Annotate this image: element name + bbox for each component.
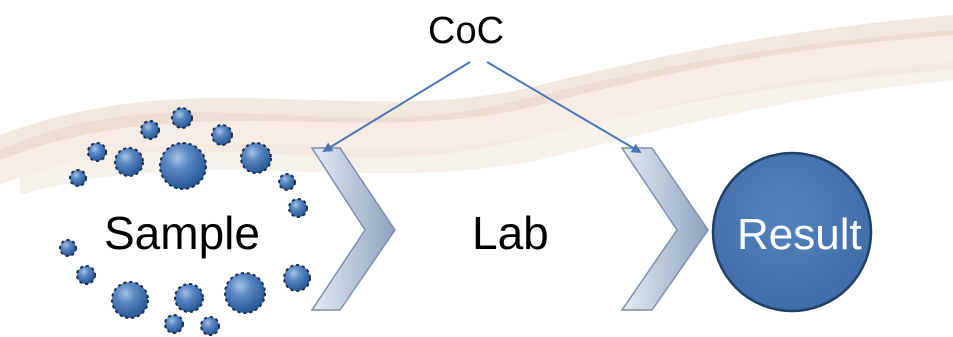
bubble	[288, 198, 308, 218]
bubble	[211, 124, 233, 146]
bubble	[164, 314, 184, 334]
bubble	[240, 142, 272, 174]
coc-label: CoC	[428, 10, 505, 52]
coc-arrow-to-result	[486, 61, 642, 154]
bubble	[59, 239, 77, 257]
bubble	[76, 265, 96, 285]
bubble	[278, 173, 296, 191]
bubble	[69, 169, 87, 187]
result-label: Result	[737, 210, 862, 259]
bubble	[224, 272, 266, 314]
sample-bubbles	[59, 107, 311, 336]
bubble	[283, 264, 311, 292]
bubble	[174, 283, 204, 313]
bubble	[114, 147, 144, 177]
chevron-right-icon	[620, 147, 709, 311]
bubble	[111, 281, 149, 319]
bubble	[87, 142, 107, 162]
result-circle	[711, 151, 873, 313]
sample-label: Sample	[104, 207, 260, 259]
lab-label: Lab	[472, 207, 549, 259]
bubble	[159, 142, 207, 190]
bubble	[171, 107, 193, 129]
bubble	[140, 120, 160, 140]
bubble	[200, 316, 220, 336]
coc-arrow-to-lab	[322, 61, 471, 153]
chevron-right-icon	[310, 147, 396, 311]
